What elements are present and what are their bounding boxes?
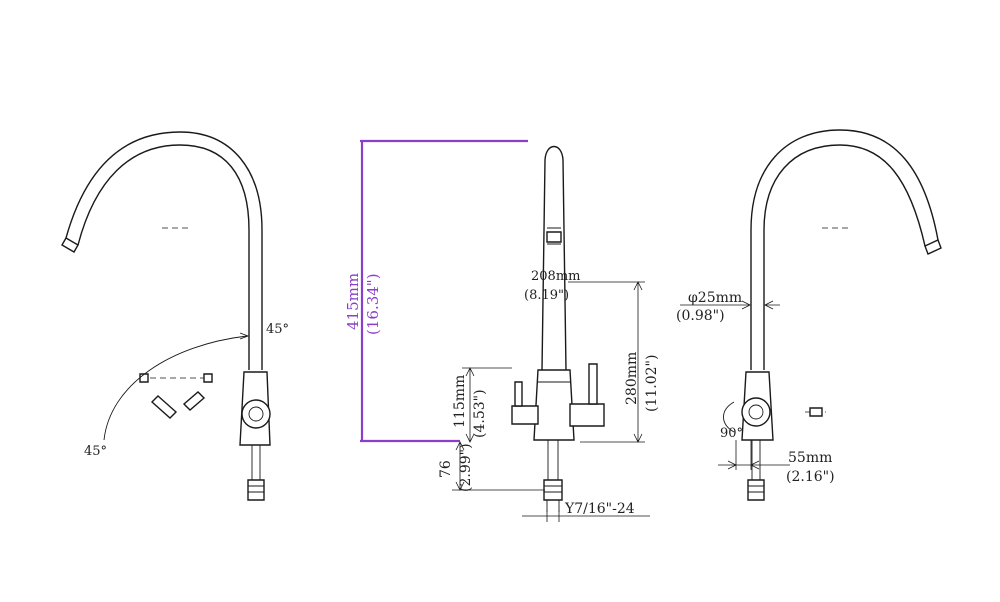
- thread-spec-label: Y7/16"-24: [564, 501, 635, 517]
- right-angle-arc: [723, 401, 735, 433]
- front-left-handle: [511, 405, 539, 425]
- front-right-handle: [569, 403, 605, 427]
- left-spout-inner: [65, 131, 263, 370]
- spout-height-mm: 280mm: [624, 352, 640, 405]
- front-spout: [541, 145, 567, 371]
- spout-reach-mm: 208mm: [531, 269, 580, 284]
- left-handle-knob: [241, 399, 271, 429]
- left-angle-arc: [103, 335, 248, 441]
- left-spout-tip: [61, 237, 79, 253]
- base-width-in: (2.16"): [786, 469, 835, 485]
- shank-length-dimension-line: [452, 441, 545, 491]
- diameter-dimension-line: [680, 300, 780, 310]
- shank-length-in: (2.99"): [458, 443, 474, 492]
- left-angle-lower-label: 45°: [84, 444, 107, 459]
- front-body: [533, 369, 575, 441]
- right-side-view: φ25mm (0.98") 90° 55mm (2.16"): [676, 129, 942, 501]
- left-shank-nut: [247, 479, 265, 501]
- spout-height-in: (11.02"): [644, 355, 660, 412]
- left-handle-rotated: [139, 373, 213, 419]
- height-total-in: (16.34"): [364, 273, 382, 335]
- right-spout-inner: [763, 144, 926, 370]
- front-shank-nut: [543, 479, 563, 501]
- front-left-lever: [514, 381, 523, 407]
- height-dimension-line: [360, 139, 528, 443]
- right-spout-outer: [750, 129, 939, 370]
- front-spout-aerator: [546, 231, 562, 243]
- front-shank: [547, 440, 559, 480]
- base-width-mm: 55mm: [788, 450, 832, 466]
- right-handle-knob: [741, 397, 771, 427]
- left-spout-outer: [77, 144, 250, 370]
- handle-height-dimension-line: [462, 367, 512, 443]
- diameter-in: (0.98"): [676, 308, 725, 324]
- handle-height-in: (4.53"): [472, 389, 488, 438]
- spout-reach-in: (8.19"): [524, 288, 569, 303]
- left-shank: [251, 445, 261, 480]
- right-shank-nut: [747, 479, 765, 501]
- right-spout-tip: [924, 239, 942, 255]
- handle-height-mm: 115mm: [452, 375, 468, 428]
- left-side-view: 45° 45°: [61, 131, 289, 501]
- left-angle-upper-label: 45°: [266, 322, 289, 337]
- right-handle-knob-inner: [748, 404, 764, 420]
- right-shank: [751, 440, 761, 480]
- thread-spec-dimension-line: [522, 510, 650, 522]
- spout-height-dimension-line: [568, 281, 645, 443]
- base-width-dimension-line: [718, 440, 790, 470]
- height-total-mm: 415mm: [344, 273, 362, 330]
- shank-length-mm: 76: [438, 460, 454, 478]
- front-view: 415mm (16.34") 208mm (8.19") 280mm (11.0…: [344, 139, 660, 522]
- right-angle-label: 90°: [720, 426, 743, 441]
- diameter-mm: φ25mm: [688, 290, 742, 306]
- left-handle-knob-inner: [248, 406, 264, 422]
- front-right-lever: [588, 363, 598, 405]
